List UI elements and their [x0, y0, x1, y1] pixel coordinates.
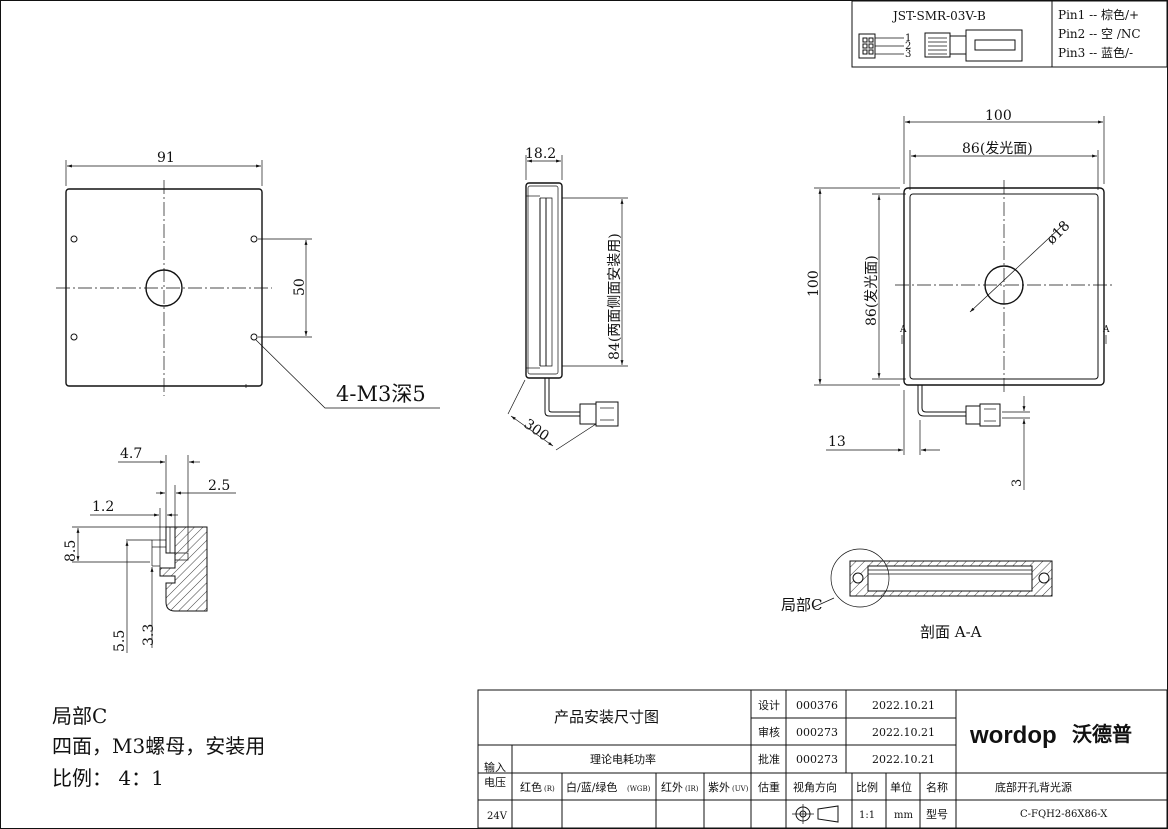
section-mark-left: A	[899, 325, 907, 335]
input-label-1: 输入	[484, 760, 506, 774]
brand-logo-latin: wordop	[969, 722, 1057, 749]
dim-86-left: 86(发光面)	[864, 255, 880, 326]
col-white-sub: (WGB)	[627, 785, 651, 793]
approve-no: 000273	[796, 753, 838, 766]
brand-logo: wordop 沃德普	[969, 722, 1132, 749]
col-ir: 红外	[661, 781, 683, 794]
detail-c-label: 局部C	[781, 596, 822, 614]
note-line-3: 比例： 4：1	[52, 766, 164, 790]
dim-5-5: 5.5	[112, 630, 128, 652]
connector-plug-icon: 1 2 3	[858, 29, 1023, 62]
section-view: 局部C 剖面 A-A	[781, 548, 1053, 641]
input-label-2: 电压	[484, 776, 506, 789]
detail-c-circle	[830, 548, 890, 608]
product-name: 底部开孔背光源	[995, 780, 1072, 794]
col-red-sub: (R)	[544, 785, 555, 793]
drawing-title: 产品安装尺寸图	[554, 708, 659, 726]
detail-c-view: 4.7 2.5 1.2 8.5 5.5 3.3	[63, 446, 236, 653]
col-uv: 紫外	[708, 781, 730, 794]
title-block: 产品安装尺寸图 设计 000376 2022.10.21 审核 000273 2…	[477, 689, 1168, 829]
col-red: 红色	[520, 780, 542, 794]
front-view: 91 50 4-M3深5	[56, 150, 440, 409]
col-white: 白/蓝/绿色	[566, 780, 617, 794]
review-no: 000273	[796, 726, 838, 739]
dim-18-2: 18.2	[525, 146, 556, 162]
review-label: 审核	[758, 725, 780, 739]
dim-8-5: 8.5	[63, 540, 79, 562]
dim-4-7: 4.7	[120, 446, 142, 462]
approve-label: 批准	[758, 752, 780, 766]
dim-1-2: 1.2	[92, 499, 114, 515]
dim-100-top: 100	[985, 108, 1012, 124]
section-mark-right: A	[1102, 325, 1110, 335]
design-date: 2022.10.21	[872, 699, 935, 712]
brand-logo-cn: 沃德普	[1072, 722, 1132, 746]
pin1-text: Pin1 -- 棕色/+	[1058, 7, 1139, 22]
unit-label: 单位	[890, 780, 912, 794]
pin2-text: Pin2 -- 空 /NC	[1058, 27, 1141, 41]
projection-symbol-icon	[792, 804, 839, 824]
col-ir-sub: (IR)	[685, 785, 699, 793]
scale-value: 1:1	[859, 810, 875, 821]
design-no: 000376	[796, 699, 838, 712]
connector-box: JST-SMR-03V-B 1 2 3 Pin	[851, 0, 1168, 68]
note-line-1: 局部C	[52, 704, 108, 728]
review-date: 2022.10.21	[872, 726, 935, 739]
dim-100-left: 100	[806, 270, 822, 297]
dim-phi-18: ø18	[1044, 218, 1074, 248]
col-uv-sub: (UV)	[732, 785, 749, 793]
design-label: 设计	[758, 699, 780, 712]
unit-value: mm	[894, 810, 913, 821]
pin-number-3: 3	[905, 49, 911, 60]
dim-3-3: 3.3	[141, 624, 157, 646]
dim-13: 13	[828, 434, 846, 450]
connector-model: JST-SMR-03V-B	[891, 9, 986, 23]
dim-84: 84(两面侧面安装用)	[607, 233, 623, 360]
dim-91: 91	[157, 150, 175, 166]
dim-86-top: 86(发光面)	[962, 141, 1033, 157]
right-view: A A 100 86(发光面) 100 86(发光面) ø18	[806, 108, 1113, 490]
center-hole	[145, 269, 183, 307]
note-line-2: 四面，M3螺母，安装用	[52, 734, 266, 758]
section-label: 剖面 A-A	[920, 623, 982, 641]
dim-300: 300	[521, 416, 552, 444]
thread-callout: 4-M3深5	[336, 382, 426, 406]
dim-3: 3	[1010, 479, 1025, 487]
power-header: 理论电耗功率	[590, 752, 656, 766]
approve-date: 2022.10.21	[872, 753, 935, 766]
weight-label: 估重	[758, 780, 780, 794]
model-label: 型号	[926, 807, 948, 821]
voltage-value: 24V	[487, 811, 508, 822]
name-label: 名称	[926, 780, 948, 794]
pin-number-2: 2	[905, 41, 911, 52]
dim-50: 50	[292, 278, 308, 296]
center-hole-right	[984, 265, 1024, 305]
view-dir-label: 视角方向	[793, 780, 837, 794]
pin3-text: Pin3 -- 蓝色/-	[1058, 46, 1133, 60]
pin-number-1: 1	[905, 33, 911, 44]
dim-2-5: 2.5	[208, 478, 230, 494]
side-view: 18.2 84(两面侧面安装用) 300	[507, 146, 628, 451]
scale-label: 比例	[856, 780, 878, 794]
model-value: C-FQH2-86X86-X	[1020, 809, 1108, 820]
